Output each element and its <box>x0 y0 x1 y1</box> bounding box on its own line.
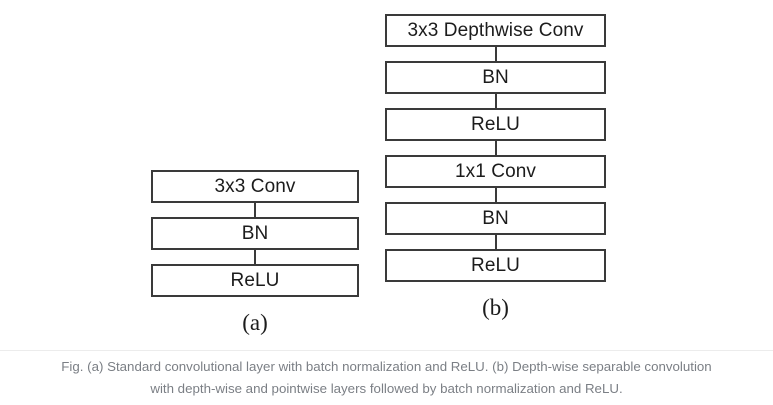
connector-b-5 <box>494 235 497 249</box>
block-b-bn-2: BN <box>385 202 606 235</box>
diagram-column-b: 3x3 Depthwise Conv BN ReLU 1x1 Conv BN R… <box>385 14 606 319</box>
block-a-3x3-conv: 3x3 Conv <box>151 170 359 203</box>
connector-a-2 <box>254 250 256 264</box>
caption-line-2: with depth-wise and pointwise layers fol… <box>150 380 623 396</box>
block-group-b: 3x3 Depthwise Conv BN ReLU 1x1 Conv BN R… <box>385 14 606 282</box>
block-b-3x3-depthwise-conv: 3x3 Depthwise Conv <box>385 14 606 47</box>
subfigure-label-b: (b) <box>482 295 509 320</box>
subfigure-label-a: (a) <box>242 310 268 335</box>
caption-separator <box>0 350 773 351</box>
block-a-relu: ReLU <box>151 264 359 297</box>
figure-caption: Fig. (a) Standard convolutional layer wi… <box>0 356 773 399</box>
block-b-relu-2: ReLU <box>385 249 606 282</box>
diagram-column-a: 3x3 Conv BN ReLU (a) <box>151 170 359 334</box>
block-a-bn: BN <box>151 217 359 250</box>
block-group-a: 3x3 Conv BN ReLU <box>151 170 359 297</box>
block-b-1x1-conv: 1x1 Conv <box>385 155 606 188</box>
block-b-bn-1: BN <box>385 61 606 94</box>
caption-line-1: Fig. (a) Standard convolutional layer wi… <box>61 359 712 374</box>
connector-b-4 <box>494 188 497 202</box>
connector-a-1 <box>254 203 256 217</box>
connector-b-2 <box>494 94 497 108</box>
connector-b-3 <box>494 141 497 155</box>
connector-b-1 <box>494 47 497 61</box>
block-b-relu-1: ReLU <box>385 108 606 141</box>
figure-canvas: 3x3 Conv BN ReLU (a) 3x3 Depthwise Conv … <box>151 14 606 334</box>
